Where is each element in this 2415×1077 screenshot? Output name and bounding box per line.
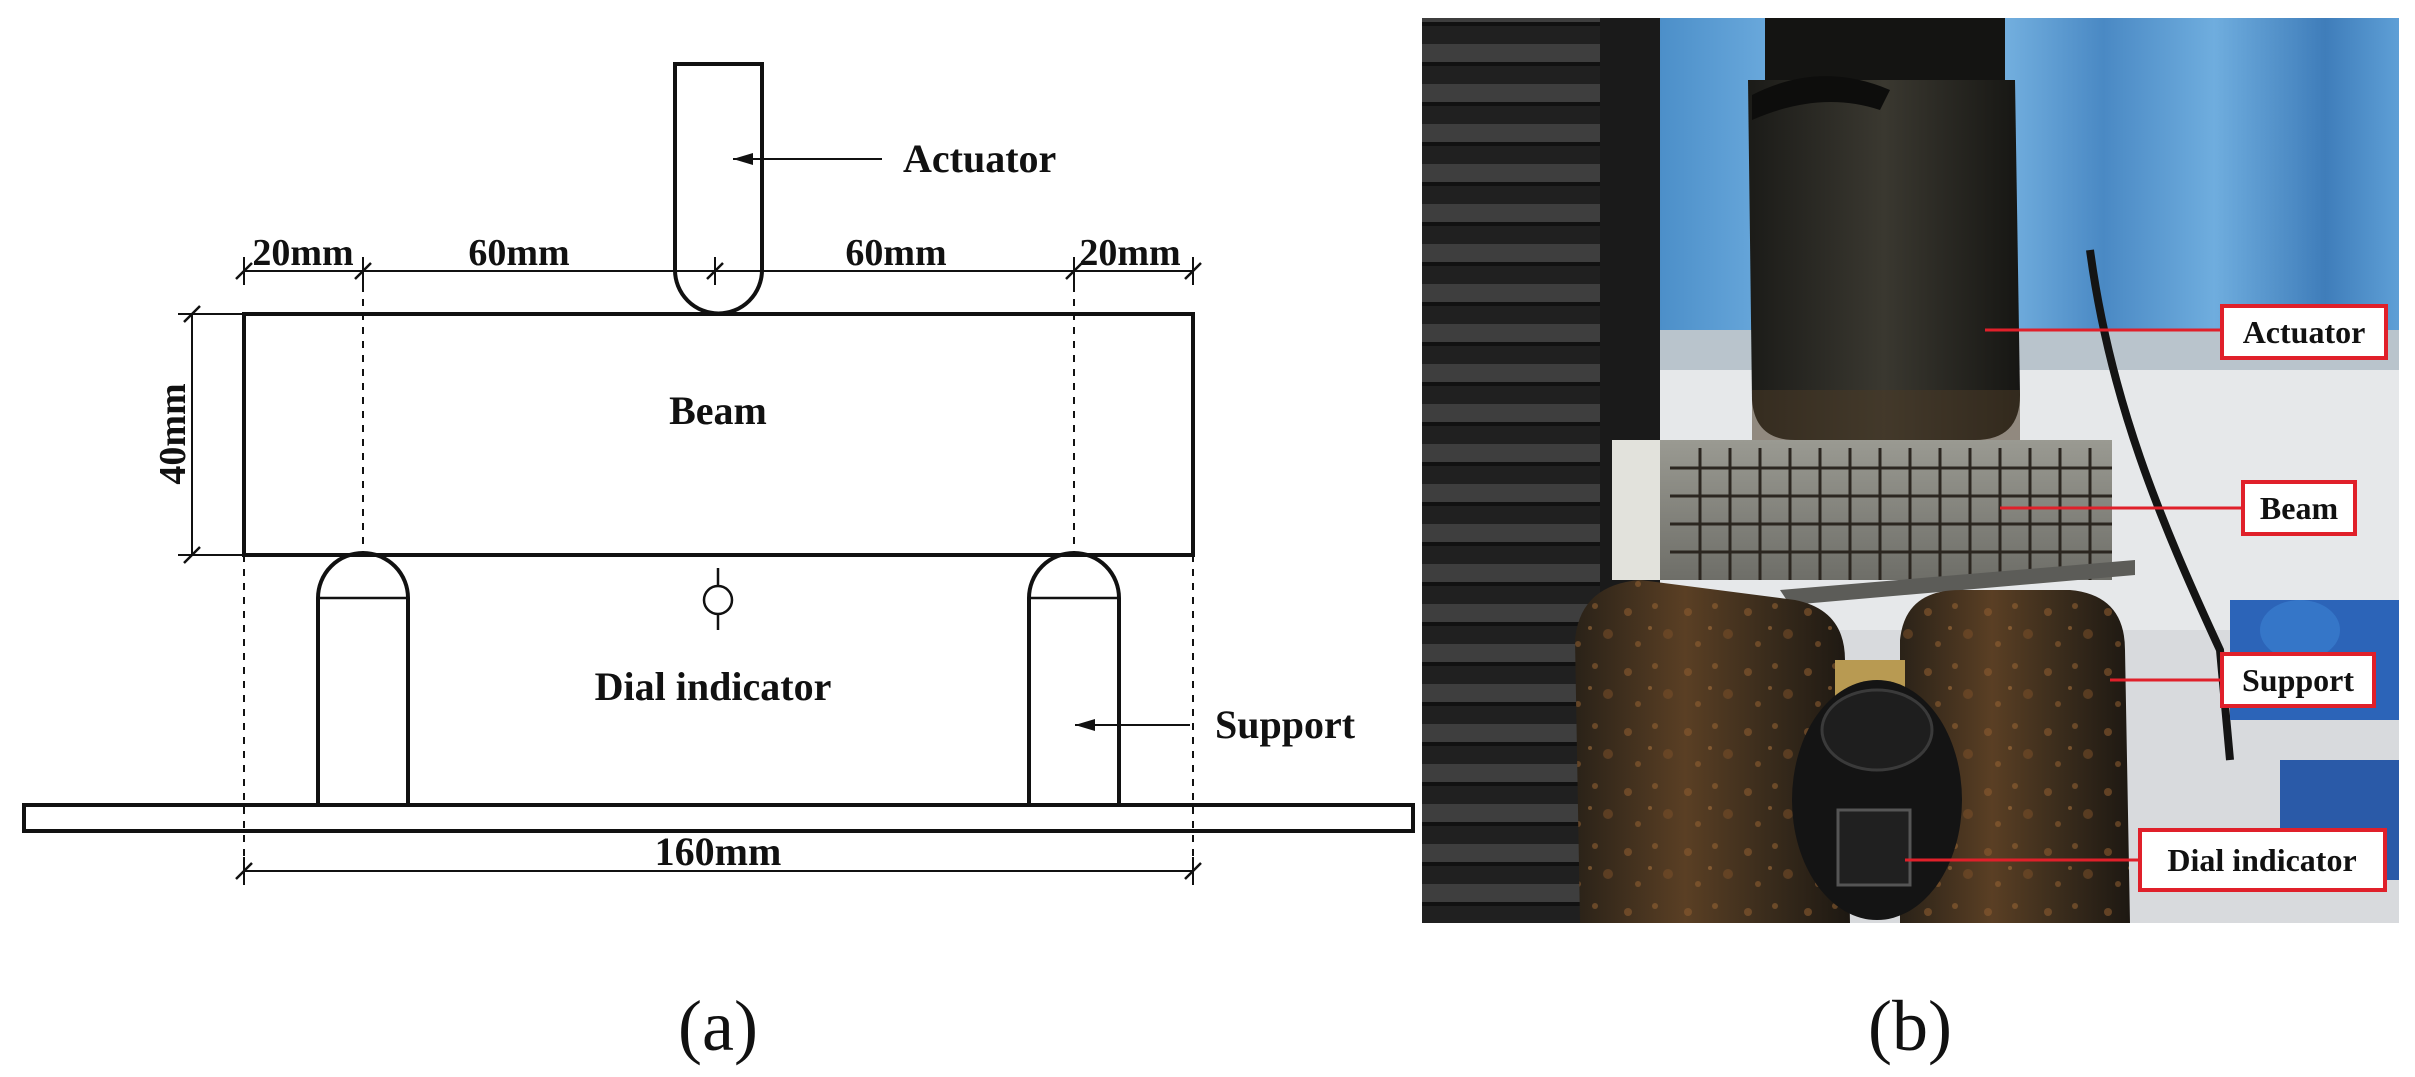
callout-actuator-text: Actuator <box>2243 314 2366 350</box>
dim-right-span: 60mm <box>845 232 946 274</box>
callout-dial-indicator-text: Dial indicator <box>2167 842 2356 878</box>
dashed-guides <box>243 285 1194 868</box>
actuator-leader <box>733 153 882 165</box>
actuator-shape <box>673 62 764 316</box>
dim-height: 40mm <box>152 383 194 484</box>
height-dimension-line <box>178 305 244 564</box>
right-support-shape <box>1027 551 1121 805</box>
photo-beam <box>1612 440 2112 580</box>
callout-lines <box>1905 328 2243 862</box>
cable <box>2086 249 2234 761</box>
label-actuator: Actuator <box>903 136 1056 181</box>
label-support: Support <box>1215 702 1356 747</box>
dial-indicator-symbol <box>702 568 734 630</box>
dim-total-length: 160mm <box>655 829 782 874</box>
callout-support-text: Support <box>2242 662 2354 698</box>
callout-beam-text: Beam <box>2260 490 2339 526</box>
callout-dial-indicator: Dial indicator <box>2138 828 2387 892</box>
callout-beam: Beam <box>2241 480 2357 536</box>
label-beam: Beam <box>669 388 767 433</box>
panel-b-photo: Actuator Beam Support Dial indicator <box>1422 18 2399 923</box>
dim-right-overhang: 20mm <box>1079 232 1180 274</box>
left-support-shape <box>316 551 410 805</box>
label-dial-indicator: Dial indicator <box>595 664 832 709</box>
panel-a-schematic: 20mm 60mm 60mm 20mm Actuator Beam 4 <box>22 62 1415 885</box>
metal-strip <box>1780 560 2135 605</box>
callout-support: Support <box>2220 652 2376 708</box>
dim-left-overhang: 20mm <box>252 232 353 274</box>
photo-content <box>1422 18 2399 923</box>
support-leader <box>1075 719 1190 731</box>
beam-shape <box>242 312 1195 557</box>
caption-b: (b) <box>1868 986 1952 1066</box>
bottom-dimension-line <box>235 857 1202 885</box>
dim-left-span: 60mm <box>468 232 569 274</box>
base-plate <box>22 803 1415 833</box>
top-dimension-line <box>235 257 1202 285</box>
photo-actuator <box>1748 80 2020 440</box>
beam-grid <box>1670 448 2112 580</box>
callout-actuator: Actuator <box>2220 304 2388 360</box>
caption-a: (a) <box>678 986 758 1066</box>
